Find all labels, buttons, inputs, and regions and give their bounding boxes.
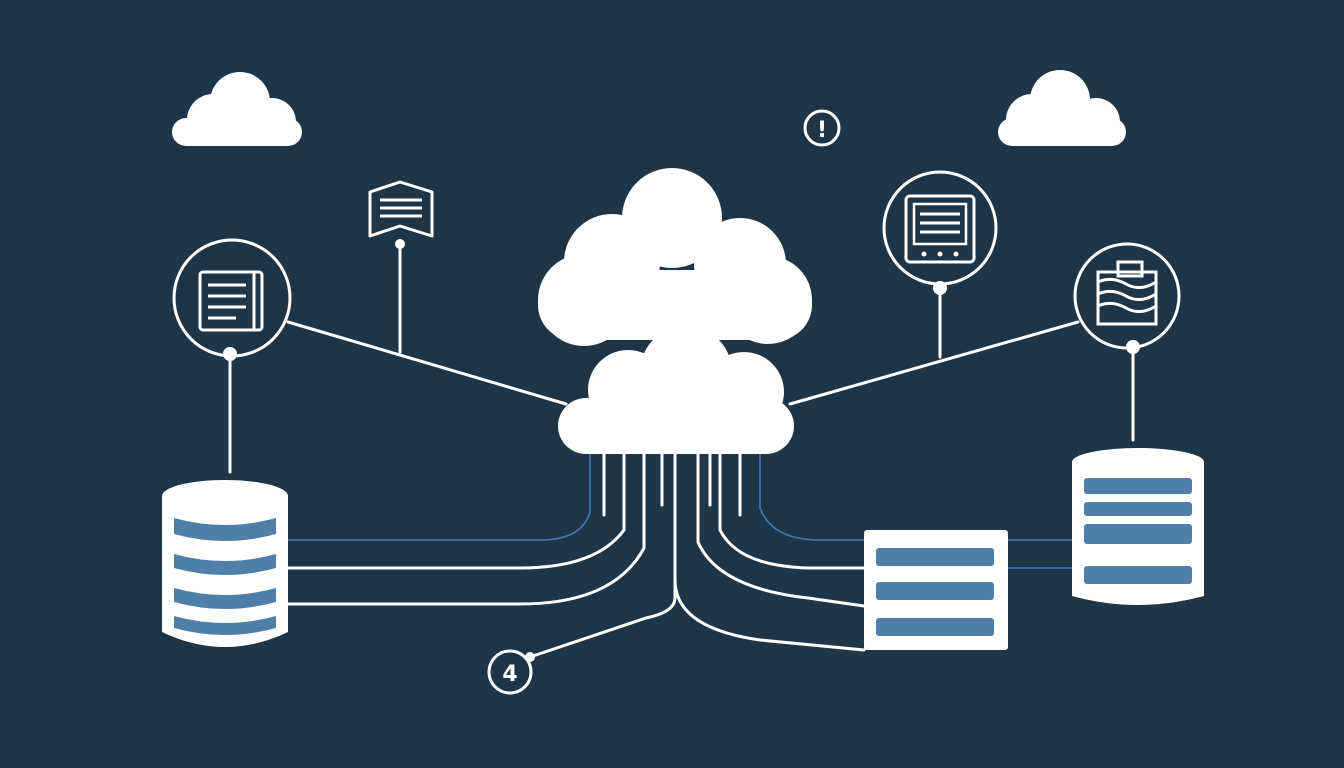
link-root-to-rack-1: [673, 578, 866, 652]
link-right-circle-to-cloud: [788, 320, 1080, 406]
document-icon: [198, 270, 264, 332]
link-root-to-marker: [528, 450, 677, 659]
marker-label: 4: [502, 662, 517, 687]
cloud-icon: [172, 72, 302, 146]
node-left-document: [172, 238, 292, 361]
document-icon: [368, 180, 434, 249]
exclamation-icon: !: [803, 109, 841, 147]
cloud-icon: [998, 70, 1126, 146]
terminal-icon: [904, 194, 976, 264]
node-terminal: [882, 170, 998, 295]
connector-lines: [228, 242, 1135, 659]
alert-glyph: !: [817, 118, 827, 143]
thin-connector-lines: [288, 452, 1074, 569]
central-cloud-icon: [538, 168, 812, 454]
database-icon: [1072, 448, 1204, 605]
link-root-to-rack-3: [718, 450, 866, 570]
link-root-to-rack-2: [696, 450, 866, 608]
link-root-to-left-db-2: [286, 450, 646, 606]
thin-link-left: [288, 452, 591, 541]
node-right-documents: [1073, 242, 1181, 354]
server-rack-icon: [864, 530, 1008, 650]
link-root-to-left-db-1: [286, 450, 626, 570]
number-marker: 4: [487, 649, 535, 695]
database-icon: [162, 480, 288, 647]
link-left-circle-to-cloud: [286, 320, 568, 406]
documents-icon: [1096, 260, 1158, 326]
thin-link-right: [759, 452, 1074, 541]
